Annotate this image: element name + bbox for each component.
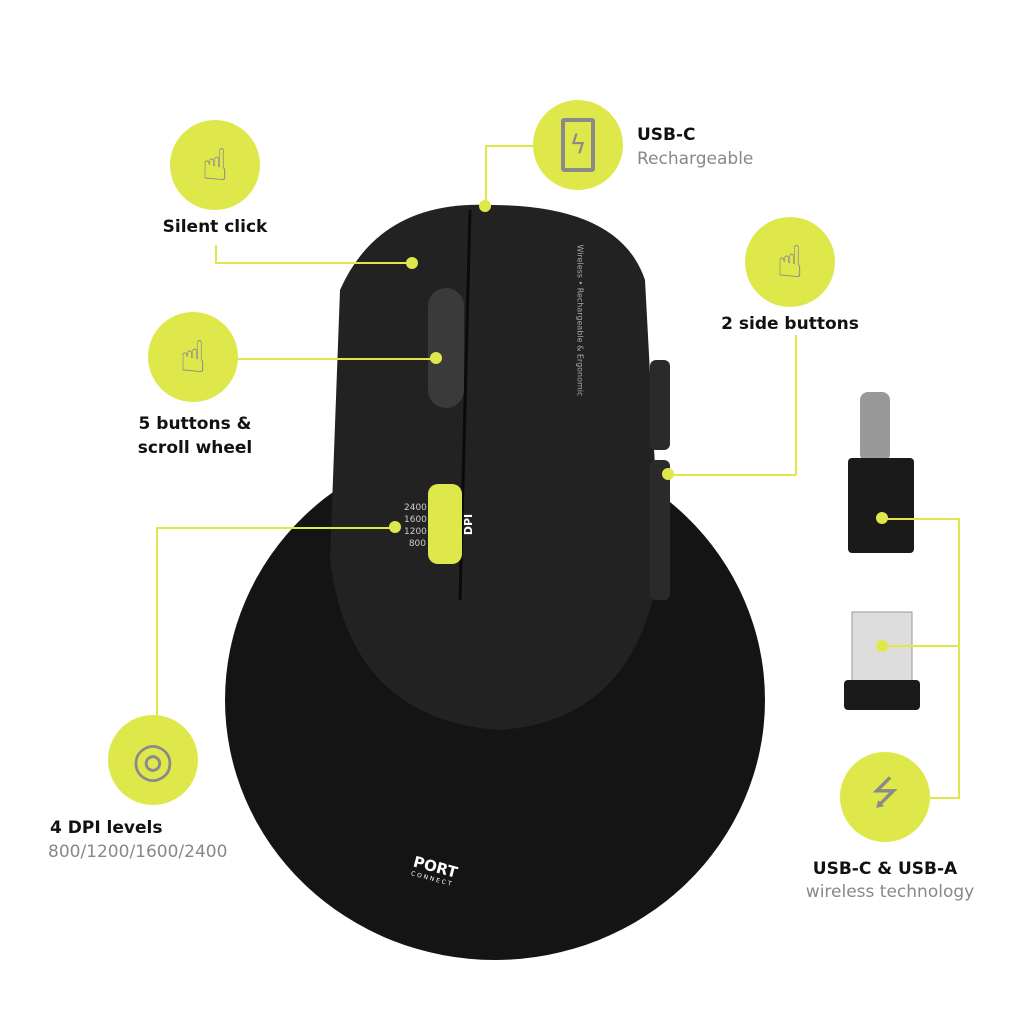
usb-c-subtitle: Rechargeable <box>637 149 754 169</box>
buttons-badge: ☝ <box>148 312 238 402</box>
dpi-subtitle: 800/1200/1600/2400 <box>48 842 228 862</box>
usb-c-connector <box>860 392 890 462</box>
dpi-level: 1200 <box>404 527 427 537</box>
dpi-level: 1600 <box>404 515 427 525</box>
battery-icon: ϟ <box>561 118 595 172</box>
silent-click-label: Silent click <box>162 217 268 237</box>
side-buttons-badge: ☝ <box>745 217 835 307</box>
target-icon: ◎ <box>132 732 174 788</box>
dpi-button <box>428 484 462 564</box>
silent-icon: ☝ <box>201 139 229 191</box>
side-buttons-label: 2 side buttons <box>721 314 859 334</box>
usb-c-title: USB-C <box>637 125 696 145</box>
usb-c-badge: ϟ <box>533 100 623 190</box>
mouse-side-text: Wireless • Rechargeable & Ergonomic <box>575 244 585 397</box>
side-button-1 <box>650 360 670 450</box>
touch-icon: ☝ <box>776 236 804 288</box>
buttons-label: 5 buttons &scroll wheel <box>137 414 253 458</box>
dpi-level: 2400 <box>404 503 427 513</box>
usb-a-receiver <box>844 680 920 710</box>
touch-icon: ☝ <box>179 331 207 383</box>
wireless-subtitle: wireless technology <box>805 882 975 902</box>
dpi-level: 800 <box>408 539 426 549</box>
silent-click-badge: ☝ <box>170 120 260 210</box>
usb-icon: ⭍ <box>870 772 900 813</box>
usb-c-adapter <box>848 458 914 553</box>
scroll-wheel <box>428 288 464 408</box>
dpi-title: 4 DPI levels <box>50 818 163 838</box>
dpi-label: DPI <box>462 513 476 536</box>
side-button-2 <box>650 460 670 600</box>
mouse-top <box>330 204 660 731</box>
wireless-title: USB-C & USB-A <box>812 859 958 879</box>
dpi-badge: ◎ <box>108 715 198 805</box>
usb-badge: ⭍ <box>840 752 930 842</box>
